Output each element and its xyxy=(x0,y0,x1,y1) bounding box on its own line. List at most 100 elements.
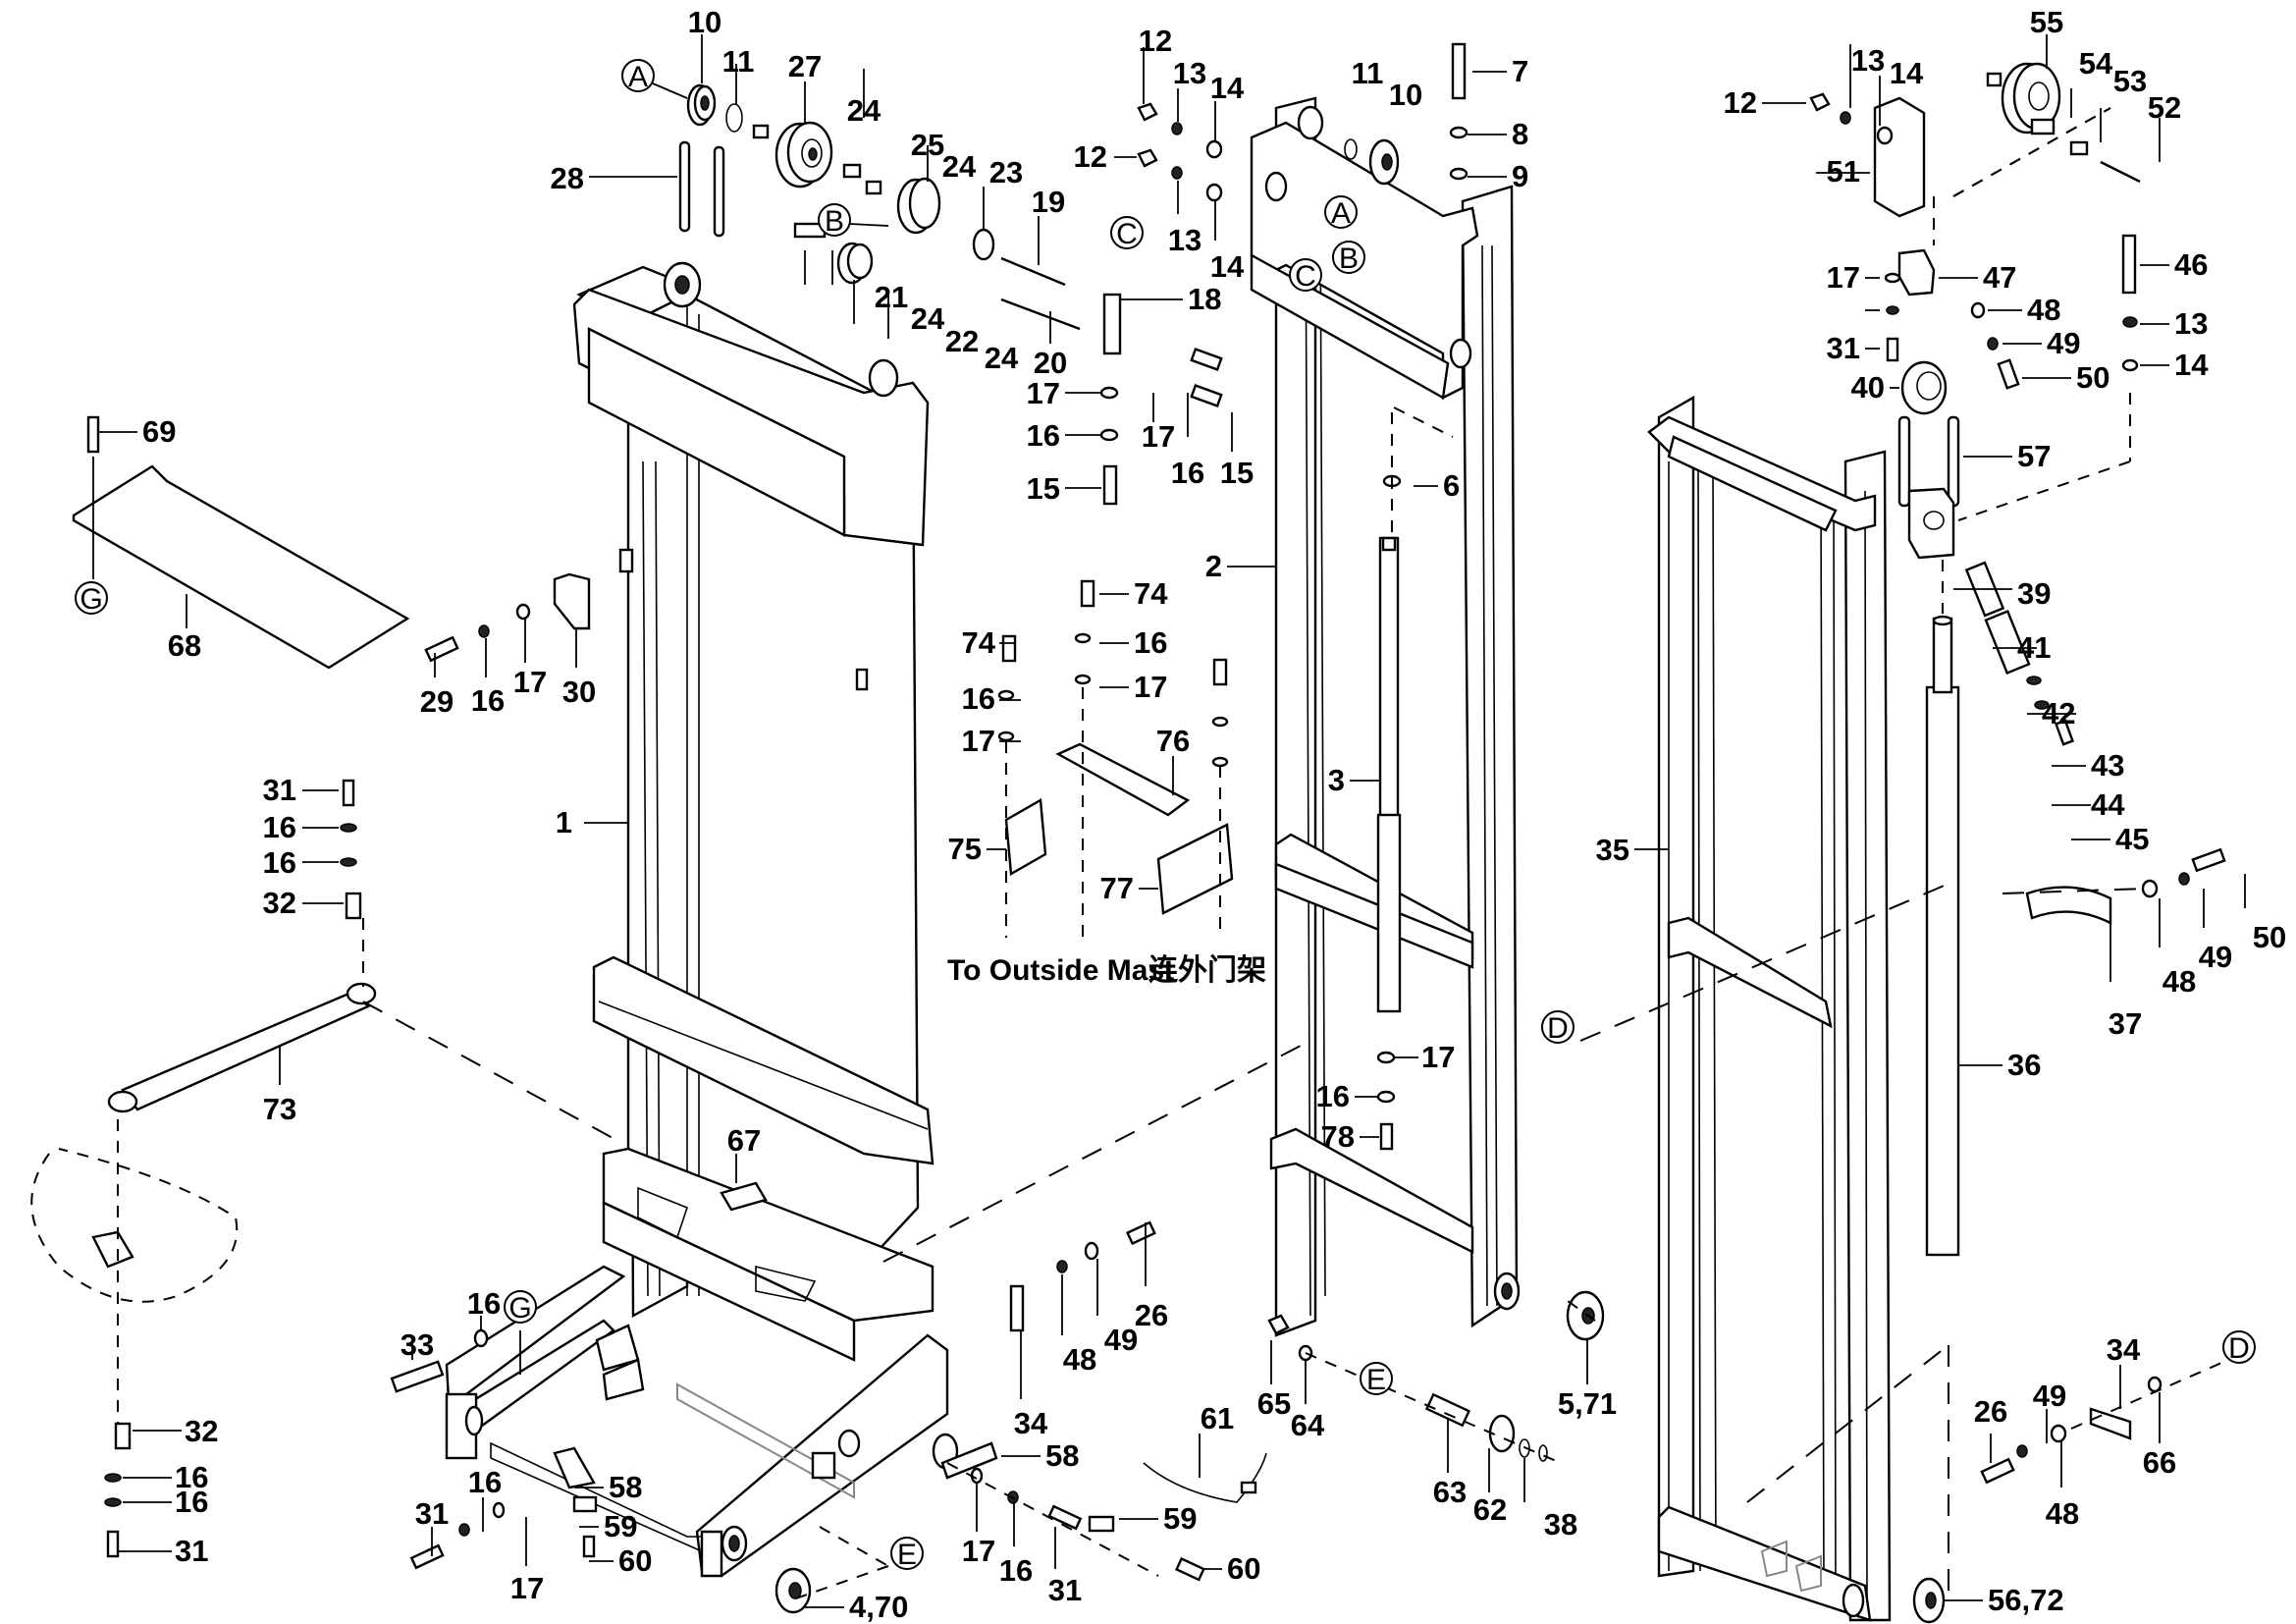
part-callout-34: 34 xyxy=(2107,1332,2141,1367)
part-callout-54: 54 xyxy=(2079,46,2113,81)
part-callout-24: 24 xyxy=(942,149,977,184)
ref-marker-d-left: D xyxy=(1541,1010,1575,1045)
part-callout-16: 16 xyxy=(175,1485,208,1519)
part-callout-2: 2 xyxy=(1205,549,1222,583)
tilt-cylinder-part-73 xyxy=(30,982,377,1303)
part-callout-23: 23 xyxy=(989,155,1023,189)
part-callout-53: 53 xyxy=(2113,64,2147,98)
part-callout-15: 15 xyxy=(1220,456,1254,490)
svg-text:B: B xyxy=(825,205,844,238)
part-callout-14: 14 xyxy=(2174,348,2209,382)
part-callout-16: 16 xyxy=(962,681,995,716)
part-callout-14: 14 xyxy=(1210,71,1245,105)
part-callout-75: 75 xyxy=(948,832,982,866)
part-callout-31: 31 xyxy=(1827,331,1860,365)
base-frame xyxy=(445,1265,959,1578)
part-callout-18: 18 xyxy=(1188,282,1221,316)
part-callout-59: 59 xyxy=(1163,1501,1197,1536)
part-callout-20: 20 xyxy=(1034,346,1067,380)
svg-text:G: G xyxy=(508,1292,531,1325)
part-callout-10: 10 xyxy=(688,5,721,39)
part-callout-26: 26 xyxy=(1135,1298,1168,1332)
part-callout-12: 12 xyxy=(1074,139,1107,174)
part-callout-16: 16 xyxy=(1134,625,1167,660)
part-callout-16: 16 xyxy=(263,810,296,844)
part-callout-57: 57 xyxy=(2017,439,2051,473)
part-callout-17: 17 xyxy=(1027,376,1060,410)
part-callout-24: 24 xyxy=(985,341,1019,375)
part-callout-43: 43 xyxy=(2091,748,2124,783)
part-callout-60: 60 xyxy=(618,1543,652,1578)
part-callout-17: 17 xyxy=(513,665,547,699)
part-callout-38: 38 xyxy=(1544,1507,1577,1542)
part-callout-3: 3 xyxy=(1328,763,1345,797)
svg-text:G: G xyxy=(80,583,102,616)
part-callout-31: 31 xyxy=(263,773,296,807)
part-callout-9: 9 xyxy=(1512,159,1528,193)
part-callout-6: 6 xyxy=(1443,468,1460,503)
ref-marker-c-right: C xyxy=(1289,258,1322,293)
part-callout-49: 49 xyxy=(2047,326,2080,360)
part-callout-13: 13 xyxy=(1168,223,1201,257)
part-callout-49: 49 xyxy=(1104,1323,1138,1357)
part-callout-60: 60 xyxy=(1227,1551,1260,1586)
part-callout-11: 11 xyxy=(722,44,755,79)
part-callout-27: 27 xyxy=(788,49,822,83)
part-callout-16: 16 xyxy=(175,1460,208,1494)
lift-chains xyxy=(678,140,1960,508)
part-callout-16: 16 xyxy=(468,1465,502,1499)
part-callout-16: 16 xyxy=(467,1286,501,1321)
part-callout-16: 16 xyxy=(999,1553,1033,1588)
ref-marker-g-plate: G xyxy=(75,581,108,616)
part-callout-17: 17 xyxy=(1421,1040,1455,1074)
part-callout-58: 58 xyxy=(609,1470,642,1504)
part-callout-66: 66 xyxy=(2143,1445,2176,1480)
part-callout-8: 8 xyxy=(1512,117,1528,151)
svg-text:D: D xyxy=(2228,1332,2250,1365)
svg-text:C: C xyxy=(1295,260,1316,293)
part-callout-17: 17 xyxy=(1134,670,1167,704)
part-callout-49: 49 xyxy=(2033,1379,2066,1413)
leader-lines xyxy=(92,34,2246,1608)
part-callout-31: 31 xyxy=(175,1534,208,1568)
part-callout-22: 22 xyxy=(945,324,979,358)
part-callout-17: 17 xyxy=(1827,260,1860,295)
part-callout-35: 35 xyxy=(1596,833,1629,867)
part-callout-11: 11 xyxy=(1352,56,1384,90)
part-callout-32: 32 xyxy=(185,1414,218,1448)
note-chinese: 连外门架 xyxy=(1148,954,1266,987)
part-callout-26: 26 xyxy=(1974,1394,2007,1429)
ref-marker-e-middle: E xyxy=(1360,1362,1393,1396)
part-callout-16: 16 xyxy=(1171,456,1204,490)
part-callout-63: 63 xyxy=(1433,1475,1467,1509)
part-callout-5-71: 5,71 xyxy=(1558,1386,1617,1421)
svg-text:D: D xyxy=(1547,1012,1569,1045)
part-callout-24: 24 xyxy=(911,301,945,336)
part-callout-77: 77 xyxy=(1100,871,1134,905)
part-callout-74: 74 xyxy=(962,625,996,660)
part-callout-31: 31 xyxy=(1048,1573,1082,1607)
part-callout-76: 76 xyxy=(1156,724,1190,758)
part-callout-16: 16 xyxy=(1027,418,1060,453)
part-callout-41: 41 xyxy=(2017,630,2051,665)
part-callout-59: 59 xyxy=(604,1509,637,1543)
part-callout-12: 12 xyxy=(1724,85,1757,120)
svg-text:A: A xyxy=(628,61,648,93)
part-callout-62: 62 xyxy=(1473,1492,1507,1527)
inner-mast-part-1 xyxy=(572,261,934,1362)
part-callout-30: 30 xyxy=(562,675,596,709)
part-callout-39: 39 xyxy=(2017,576,2051,611)
ref-marker-d-right: D xyxy=(2222,1330,2256,1365)
part-callout-49: 49 xyxy=(2199,940,2232,974)
part-callout-12: 12 xyxy=(1139,24,1172,58)
part-callout-74: 74 xyxy=(1134,576,1168,611)
part-callout-17: 17 xyxy=(1142,419,1175,454)
part-callout-21: 21 xyxy=(875,280,908,314)
ref-marker-e-bottom: E xyxy=(890,1537,924,1571)
part-callout-52: 52 xyxy=(2148,90,2181,125)
reference-markers: A B C A B C D D xyxy=(75,59,2256,1571)
part-callout-78: 78 xyxy=(1321,1119,1355,1154)
part-callout-14: 14 xyxy=(1210,249,1245,284)
part-callout-69: 69 xyxy=(142,414,176,449)
ref-marker-c-left: C xyxy=(1110,216,1144,250)
